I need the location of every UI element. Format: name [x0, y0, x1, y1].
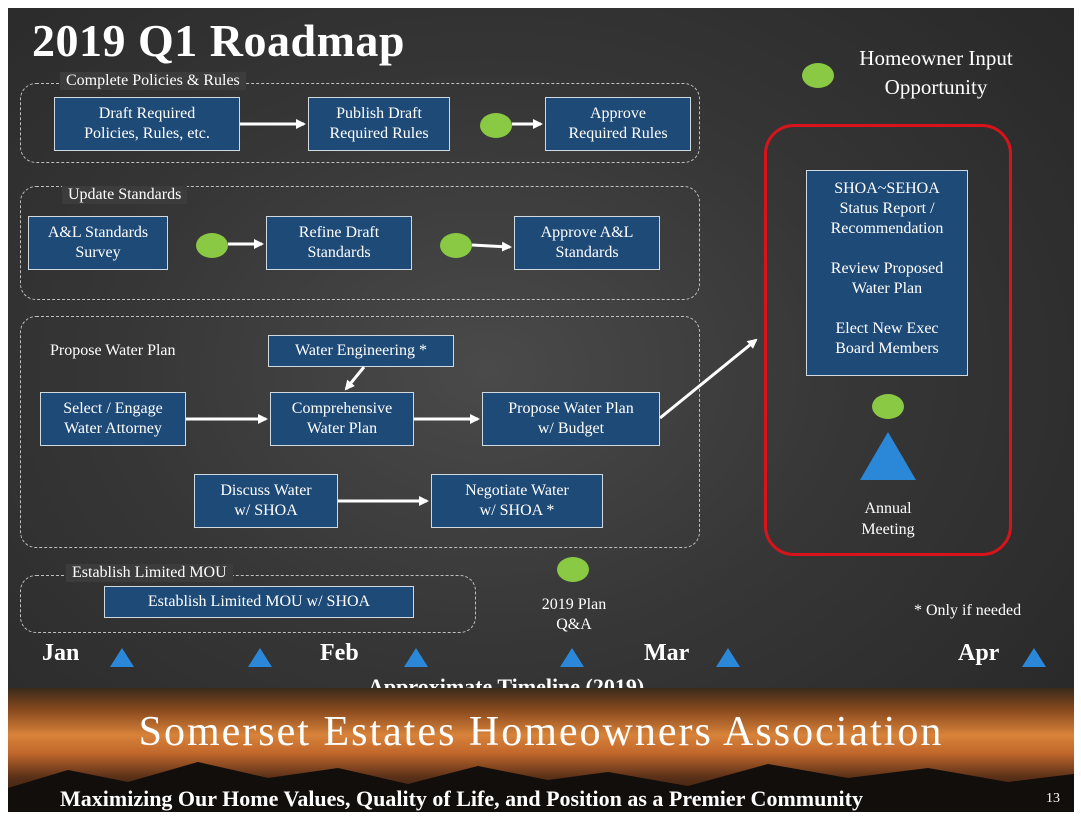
- box-draft-required-policies: Draft Required Policies, Rules, etc.: [54, 97, 240, 151]
- group-label-complete-policies: Complete Policies & Rules: [60, 72, 246, 90]
- box-establish-limited-mou: Establish Limited MOU w/ SHOA: [104, 586, 414, 618]
- timeline-marker-icon: [560, 648, 584, 667]
- legend-label: Homeowner Input Opportunity: [859, 46, 1013, 99]
- input-dot-icon: [196, 233, 228, 258]
- box-refine-draft-standards: Refine Draft Standards: [266, 216, 412, 270]
- flow-arrows: [186, 119, 758, 506]
- group-label-establish-mou: Establish Limited MOU: [66, 564, 233, 582]
- group-update-standards: [20, 186, 700, 300]
- box-annual-meeting-agenda: SHOA~SEHOA Status Report / Recommendatio…: [806, 170, 968, 376]
- group-complete-policies: [20, 83, 700, 163]
- group-propose-water-plan: [20, 316, 700, 548]
- meeting-input-dot-icon: [872, 394, 904, 419]
- month-apr: Apr: [958, 640, 1000, 666]
- input-dot-icon: [440, 233, 472, 258]
- annual-meeting-label: Annual Meeting: [861, 500, 915, 538]
- footnote-only-if-needed: * Only if needed: [914, 602, 1022, 619]
- arrow-engineering-to-plan: [344, 366, 366, 391]
- plan-qa-label: 2019 Plan Q&A: [541, 596, 607, 633]
- timeline-marker-icon: [1022, 648, 1046, 667]
- page-number: 13: [1046, 791, 1060, 806]
- annual-meeting-triangle-icon: [860, 432, 916, 480]
- box-water-engineering: Water Engineering *: [268, 335, 454, 367]
- box-discuss-water-shoa: Discuss Water w/ SHOA: [194, 474, 338, 528]
- timeline-marker-icon: [716, 648, 740, 667]
- group-label-propose-water-plan: Propose Water Plan: [50, 342, 176, 359]
- box-approve-required-rules: Approve Required Rules: [545, 97, 691, 151]
- annual-meeting-panel: [764, 124, 1012, 556]
- group-label-update-standards: Update Standards: [62, 186, 188, 204]
- group-establish-mou: [20, 575, 476, 633]
- legend-input-dot-icon: [802, 63, 834, 88]
- agenda-item-status-report: SHOA~SEHOA Status Report / Recommendatio…: [830, 180, 944, 237]
- qa-input-dot-icon: [557, 557, 589, 582]
- tagline: Maximizing Our Home Values, Quality of L…: [60, 786, 863, 811]
- box-negotiate-water-shoa: Negotiate Water w/ SHOA *: [431, 474, 603, 528]
- agenda-item-review-water-plan: Review Proposed Water Plan: [830, 260, 944, 297]
- box-select-engage-attorney: Select / Engage Water Attorney: [40, 392, 186, 446]
- box-approve-al-standards: Approve A&L Standards: [514, 216, 660, 270]
- input-dot-icon: [480, 113, 512, 138]
- slide: 2019 Q1 Roadmap Homeowner Input Opportun…: [8, 8, 1074, 812]
- month-feb: Feb: [320, 640, 359, 666]
- month-jan: Jan: [42, 640, 80, 666]
- agenda-item-elect-board: Elect New Exec Board Members: [835, 320, 939, 357]
- box-comprehensive-water-plan: Comprehensive Water Plan: [270, 392, 414, 446]
- box-propose-water-plan-budget: Propose Water Plan w/ Budget: [482, 392, 660, 446]
- box-al-standards-survey: A&L Standards Survey: [28, 216, 168, 270]
- timeline-marker-icon: [404, 648, 428, 667]
- month-mar: Mar: [644, 640, 690, 666]
- mountain-silhouette: [8, 762, 1074, 812]
- arrow-refine-to-approve: [471, 241, 512, 252]
- timeline-marker-icon: [110, 648, 134, 667]
- organization-name: Somerset Estates Homeowners Association: [138, 709, 944, 755]
- timeline-marker-icon: [248, 648, 272, 667]
- slide-title: 2019 Q1 Roadmap: [32, 15, 405, 66]
- arrow-propose-to-meeting: [659, 338, 758, 420]
- box-publish-draft-rules: Publish Draft Required Rules: [308, 97, 450, 151]
